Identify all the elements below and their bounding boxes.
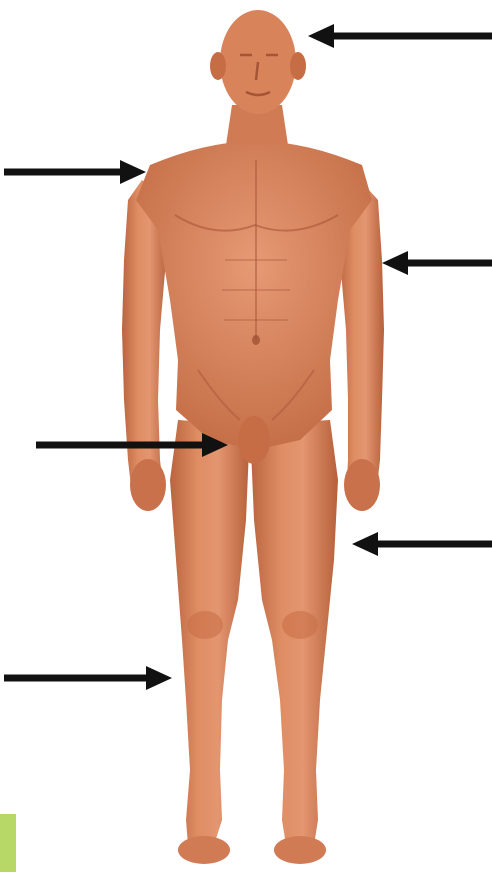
- arrow-upper-arm: [382, 251, 492, 275]
- left-knee: [187, 611, 223, 639]
- arrow-thigh: [352, 532, 492, 556]
- right-knee: [282, 611, 318, 639]
- right-hand: [344, 459, 380, 511]
- left-hand: [130, 459, 166, 511]
- torso: [136, 142, 372, 450]
- left-ear: [210, 52, 226, 80]
- right-ear: [290, 52, 306, 80]
- left-foot: [178, 836, 230, 864]
- accent-tab: [0, 814, 16, 872]
- groin: [238, 416, 270, 464]
- human-figure: [122, 10, 384, 864]
- arrow-head: [308, 24, 492, 48]
- navel: [252, 335, 260, 345]
- right-foot: [274, 836, 326, 864]
- arrow-lower-leg: [4, 666, 172, 690]
- arrow-shoulder: [4, 160, 146, 184]
